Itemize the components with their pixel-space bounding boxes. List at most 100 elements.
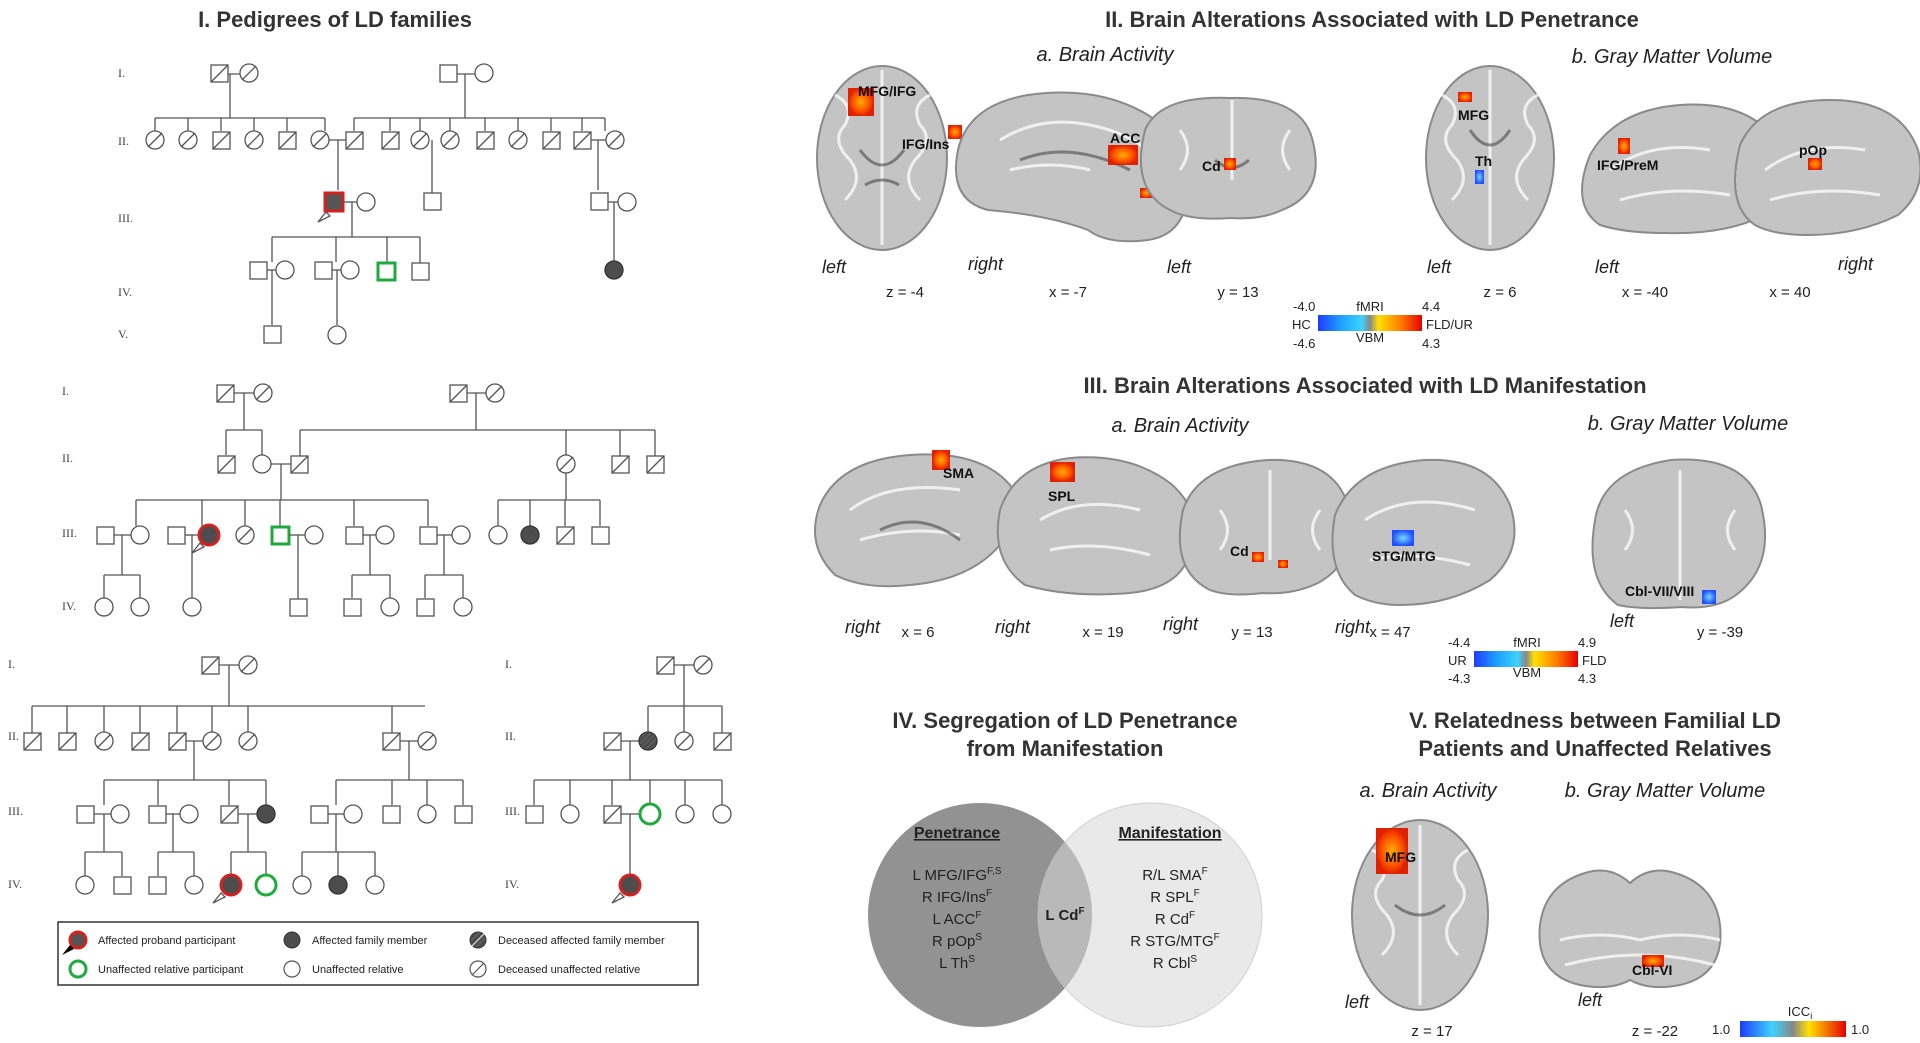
proband-legend-icon [68,930,88,950]
orientation-label: right [1838,254,1874,274]
slice-coordinate: x = -7 [1049,284,1087,301]
generation-label: IV. [62,599,76,613]
venn-manifestation-heading: Manifestation [1118,825,1221,842]
slice-coordinate: x = 19 [1082,624,1123,641]
venn-penetrance-heading: Penetrance [914,825,1000,842]
region-label: Cd [1202,158,1221,174]
slice-coordinate: x = 47 [1369,624,1410,641]
venn-penetrance-items: L MFG/IFGF,S R IFG/InsF L ACCF R pOpS L … [913,866,1002,972]
deactivation-blob [1702,590,1716,604]
generation-label: III. [62,526,77,540]
legend-unaffected: Unaffected relative [312,964,404,976]
list-item: L ThS [939,954,975,972]
region-label: Th [1475,153,1492,169]
generation-label: I. [8,657,15,671]
colorbar-max: 4.9 [1578,635,1596,650]
pedigrees-title: I. Pedigrees of LD families [198,7,472,32]
colorbar-gradient [1318,315,1422,331]
colorbar-mid: fMRI [1513,635,1540,650]
list-item: R/L SMAF [1142,866,1208,884]
manifestation-title: III. Brain Alterations Associated with L… [1083,373,1646,398]
colorbar-min: 1.0 [1712,1022,1730,1037]
segregation-title-line1: IV. Segregation of LD Penetrance [892,708,1237,733]
colorbar-gradient [1474,651,1578,667]
orientation-label: left [1610,611,1635,631]
generation-label: IV. [8,877,22,891]
manifestation-activity-subtitle: a. Brain Activity [1111,415,1249,437]
brain-slice-axial-cerebellum: Cbl-VI left z = -22 [1538,869,1722,1040]
colorbar-left-group: UR [1448,653,1467,668]
colorbar-mid-vbm: VBM [1513,665,1541,680]
activation-blob [1140,188,1152,198]
manifestation-gmv-subtitle: b. Gray Matter Volume [1588,413,1788,435]
activation-blob [1618,138,1630,154]
brain-slice-sagittal: SPL right x = 19 [995,456,1196,641]
slice-coordinate: z = -4 [886,284,924,301]
activation-blob [948,125,962,139]
proband-arrow-icon [212,892,227,904]
venn-overlap-item: L CdF [1045,906,1084,924]
venn-diagram: Penetrance Manifestation L MFG/IFGF,S R … [868,802,1263,1028]
legend-deceased-affected: Deceased affected family member [498,935,665,947]
colorbar-mid: fMRI [1356,299,1383,314]
generation-label: I. [62,384,69,398]
colorbar-title: ICCi [1788,1004,1812,1021]
region-label: IFG/PreM [1597,157,1658,173]
slice-coordinate: z = -22 [1632,1023,1678,1040]
brain-slice-sagittal: IFG/PreM left x = -40 [1581,103,1789,301]
venn-overlap [1037,842,1093,988]
brain-slice-sagittal: ACC right x = -7 [955,91,1190,301]
region-label: STG/MTG [1372,548,1436,564]
manifestation-colorbar: -4.4 fMRI 4.9 UR FLD -4.3 VBM 4.3 [1448,635,1607,686]
activation-blob [1252,552,1264,562]
pedigree-family-d: I. II. III. IV. [505,655,732,904]
penetrance-title: II. Brain Alterations Associated with LD… [1105,7,1639,32]
penetrance-activity-subtitle: a. Brain Activity [1036,44,1174,66]
activation-blob [1458,92,1472,102]
region-label: Cd [1230,543,1249,559]
generation-label: III. [8,804,23,818]
colorbar-max-vbm: 4.3 [1578,671,1596,686]
colorbar-min-vbm: -4.3 [1448,671,1470,686]
legend-deceased-unaffected: Deceased unaffected relative [498,964,640,976]
region-label: Cbl-VII/VIII [1625,583,1694,599]
generation-label: V. [118,327,128,341]
slice-coordinate: z = 17 [1411,1023,1452,1040]
relatedness-title-line1: V. Relatedness between Familial LD [1409,708,1781,733]
list-item: R CdF [1155,910,1195,928]
proband-square [323,191,345,213]
relatedness-activity-subtitle: a. Brain Activity [1359,780,1497,802]
slice-coordinate: x = 40 [1769,284,1810,301]
orientation-label: right [1163,614,1199,634]
region-label: pOp [1799,142,1827,158]
penetrance-colorbar: -4.0 fMRI 4.4 HC FLD/UR -4.6 VBM 4.3 [1292,299,1473,351]
brain-slice-coronal: Cbl-VII/VIII left y = -39 [1591,458,1767,641]
orientation-label: left [1345,992,1370,1012]
activation-blob [1050,462,1075,482]
slice-coordinate: x = 6 [902,624,935,641]
region-label: ACC [1110,130,1140,146]
pedigree-family-b: I. II. III. IV. [62,383,665,617]
generation-label: IV. [118,285,132,299]
list-item: R SPLF [1150,888,1199,906]
brain-slice-axial: MFG Th left z = 6 [1425,65,1555,301]
region-label: SMA [943,465,974,481]
slice-coordinate: z = 6 [1484,284,1517,301]
brain-slice-sagittal: SMA right x = 6 [814,450,1019,641]
activation-blob [1376,828,1408,874]
legend-unaffected-participant: Unaffected relative participant [98,964,243,976]
activation-blob [1278,560,1288,568]
legend-affected: Affected family member [312,935,428,947]
activation-blob [848,88,874,116]
list-item: R CblS [1153,954,1198,972]
colorbar-min: -4.4 [1448,635,1470,650]
orientation-label: left [1595,257,1620,277]
proband-arrow-icon [62,945,74,955]
region-label: IFG/Ins [902,136,950,152]
brain-slice-sagittal: pOp right x = 40 [1734,98,1920,301]
brain-slice-axial: MFG left z = 17 [1345,819,1489,1040]
activation-blob [1108,145,1138,165]
activation-blob [1808,158,1822,170]
icc-colorbar: ICCi 1.0 1.0 [1712,1004,1869,1037]
